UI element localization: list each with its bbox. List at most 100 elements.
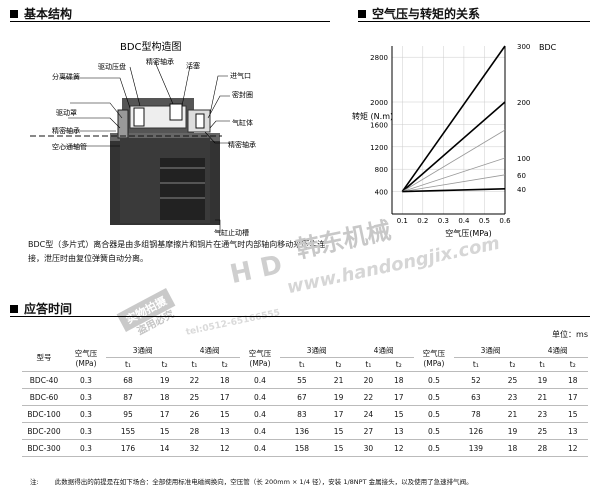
x-tick-label: 0.5 [479,217,490,225]
note-text: 此数据得出的前提是在如下场合：全部使用标准电磁阀换向，空压管（长 200mm ×… [54,478,473,486]
header-valve4: 4通阀 [527,344,588,358]
label-precision-bearing-top: 精密轴承 [146,58,174,66]
table-cell: 15 [323,422,354,440]
header-model: 型号 [22,344,66,372]
header-t1: t₁ [179,357,210,372]
square-bullet-icon [358,9,366,18]
clutch-cross-section-diagram [30,61,230,233]
watermark-phone: tel:0512-65166555 [185,308,281,338]
table-cell: 12 [383,439,414,457]
table-cell: 19 [497,422,528,440]
section-torque-text: 空气压与转矩的关系 [372,7,481,21]
table-cell: 136 [279,422,324,440]
label-cylinder: 气缸体 [232,119,253,127]
table-cell: 15 [149,422,180,440]
table-cell: 18 [557,371,588,389]
table-cell: 0.5 [413,422,454,440]
table-cell: 32 [179,439,210,457]
header-t2: t₂ [557,357,588,372]
table-cell: 0.5 [413,371,454,389]
table-cell: 13 [383,422,414,440]
diagram-description: BDC型（多片式）离合器是由多组钢基摩擦片和铜片在通气时内部轴向移动来压实连接，… [28,240,326,263]
table-note: 注: 此数据得出的前提是在如下场合：全部使用标准电磁阀换向，空压管（长 200m… [30,476,590,486]
header-valve3: 3通阀 [279,344,354,358]
legend-label: BDC [539,43,557,52]
table-cell: 25 [179,388,210,406]
square-bullet-icon [10,304,18,313]
label-precision-bearing-left: 精密轴承 [52,127,80,135]
series-line [401,101,506,193]
response-time-table: 型号 空气压 (MPa) 3通阀 4通阀 空气压 (MPa) 3通阀 4通阀 空… [22,344,588,457]
label-inlet: 进气口 [230,72,251,80]
table-cell: 18 [149,388,180,406]
table-cell: 0.5 [413,388,454,406]
table-cell: 55 [279,371,324,389]
table-cell: 18 [497,439,528,457]
x-tick-label: 0.2 [417,217,428,225]
table-cell: 15 [557,405,588,423]
table-cell: 28 [179,422,210,440]
series-line [402,188,506,193]
table-cell: 25 [527,422,558,440]
diagram-title: BDC型构造图 [120,42,182,53]
model-cell: BDC-60 [22,388,66,406]
table-cell: 0.3 [66,405,106,423]
table-cell: 21 [497,405,528,423]
right-tick-label: 200 [517,99,530,107]
table-cell: 24 [353,405,384,423]
header-t1: t₁ [353,357,384,372]
table-cell: 126 [453,422,498,440]
series-line [402,157,506,192]
label-drive-plate: 驱动压盘 [98,63,126,71]
table-cell: 52 [453,371,498,389]
section-structure-text: 基本结构 [24,7,73,21]
y-tick-label: 800 [375,166,388,174]
table-cell: 158 [279,439,324,457]
label-precision-bearing-right: 精密轴承 [228,141,256,149]
table-cell: 0.3 [66,388,106,406]
table-cell: 17 [383,388,414,406]
header-t2: t₂ [383,357,414,372]
x-tick-label: 0.3 [438,217,449,225]
note-label: 注: [30,478,39,486]
model-cell: BDC-300 [22,439,66,457]
table-cell: 63 [453,388,498,406]
table-cell: 19 [323,388,354,406]
right-tick-label: 60 [517,172,526,180]
table-cell: 0.4 [239,388,280,406]
table-cell: 15 [383,405,414,423]
table-cell: 28 [527,439,558,457]
table-cell: 0.4 [239,405,280,423]
header-valve4: 4通阀 [353,344,414,358]
label-seal-ring: 密封圈 [232,91,253,99]
x-axis-label: 空气压(MPa) [445,228,492,238]
header-t2: t₂ [149,357,180,372]
y-tick-label: 1200 [370,144,388,152]
table-cell: 25 [497,371,528,389]
table-subheader-row: t₁ t₂ t₁ t₂ t₁ t₂ t₁ t₂ t₁ t₂ t₁ t₂ [22,357,588,372]
table-cell: 176 [106,439,150,457]
table-cell: 30 [353,439,384,457]
table-cell: 0.4 [239,422,280,440]
table-cell: 155 [106,422,150,440]
table-cell: 17 [323,405,354,423]
table-cell: 17 [557,388,588,406]
table-cell: 21 [527,388,558,406]
table-cell: 15 [323,439,354,457]
table-cell: 19 [527,371,558,389]
table-cell: 95 [106,405,150,423]
header-t2: t₂ [497,357,528,372]
right-tick-label: 40 [517,186,526,194]
header-pressure: 空气压 (MPa) [239,344,280,372]
section-torque-title: 空气压与转矩的关系 [358,5,480,22]
label-cylinder-stop: 气缸止动槽 [214,229,249,237]
unit-label: 单位：ms [552,330,588,339]
table-cell: 13 [209,422,240,440]
header-t2: t₂ [209,357,240,372]
table-cell: 0.5 [413,439,454,457]
table-cell: 83 [279,405,324,423]
header-t1: t₁ [279,357,324,372]
